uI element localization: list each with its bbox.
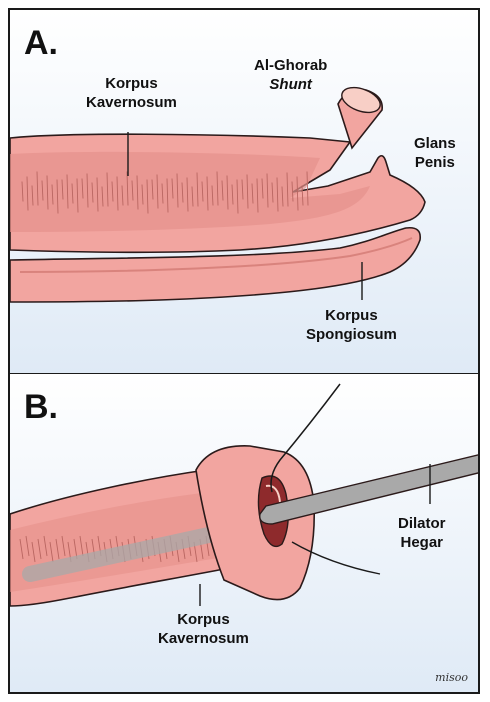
panel-a-illustration [10, 10, 480, 374]
panel-b-label: B. [24, 388, 58, 427]
panel-a-label: A. [24, 24, 58, 63]
glans-b [196, 446, 314, 600]
artist-signature: misoo [435, 671, 468, 684]
